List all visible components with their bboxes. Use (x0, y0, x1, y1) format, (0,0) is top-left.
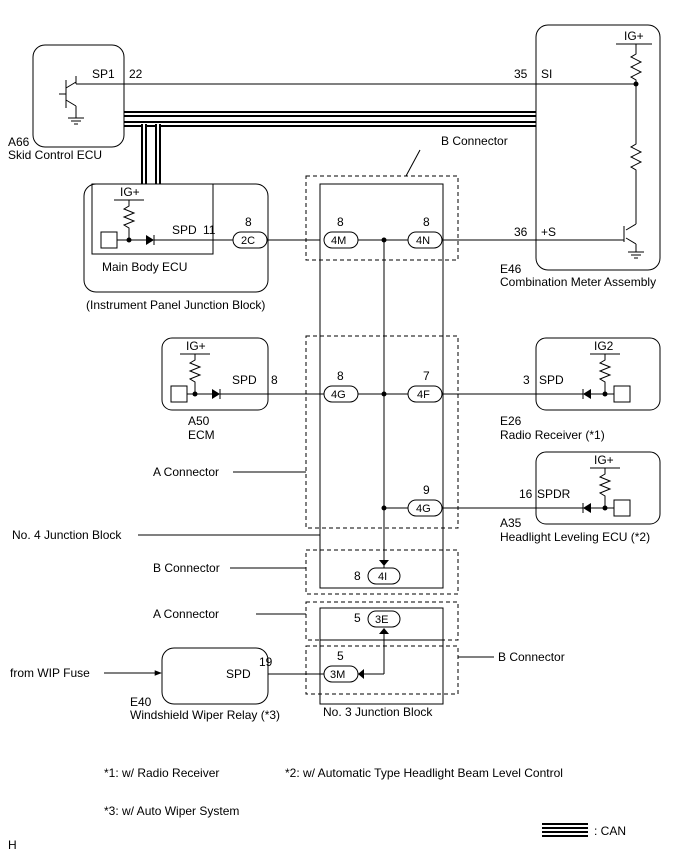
ecm-name: ECM (188, 428, 215, 442)
headlight-power: IG+ (594, 453, 614, 467)
connector-4m: 8 4M (323, 215, 359, 249)
connector-3e: 5 3E (354, 610, 401, 634)
headlight-pin-no: 16 (519, 487, 533, 501)
main-body-name: Main Body ECU (102, 260, 187, 274)
connector-4n-pin: 8 (423, 215, 430, 229)
connector-4i-pin: 8 (354, 569, 361, 583)
connector-3e-pin: 5 (354, 611, 361, 625)
can-bus (124, 111, 536, 184)
note-headlight: *2: w/ Automatic Type Headlight Beam Lev… (285, 766, 563, 780)
no4-junction-block: B Connector A Connector No. 4 Junction B… (12, 134, 508, 595)
radio-code: E26 (500, 414, 522, 428)
radio-pin-name: SPD (539, 373, 564, 387)
meter-si-no: 35 (514, 67, 528, 81)
ecm-pin-no: 8 (271, 373, 278, 387)
radio-receiver: IG2 3 SPD E26 Radio Receiver (*1) (500, 337, 661, 442)
headlight-code: A35 (500, 516, 522, 530)
skid-code: A66 (8, 135, 30, 149)
combination-meter: IG+ 35 SI 36 +S E46 Combination Meter As… (500, 24, 661, 289)
ecm: IG+ SPD 8 A50 ECM (161, 337, 278, 442)
connector-3m-pin: 5 (337, 649, 344, 663)
meter-si-name: SI (541, 67, 552, 81)
corner-mark: H (8, 838, 17, 852)
connector-4m-label: 4M (331, 235, 346, 247)
wiper-pin-name: SPD (226, 667, 251, 681)
headlight-pin-name: SPDR (537, 487, 571, 501)
connector-4f: 7 4F (407, 369, 443, 403)
b-connector-right-label: B Connector (498, 650, 565, 664)
a-connector-mid-label: A Connector (153, 465, 219, 479)
meter-s-name: +S (541, 225, 556, 239)
skid-control-ecu: SP1 22 A66 Skid Control ECU (8, 44, 143, 162)
b-connector-lower-label: B Connector (153, 561, 220, 575)
a-connector-lower-label: A Connector (153, 607, 219, 621)
wip-fuse-source: from WIP Fuse (10, 666, 90, 680)
connector-2c-pin: 8 (245, 215, 252, 229)
headlight-leveling-ecu: IG+ 16 SPDR A35 Headlight Leveling ECU (… (500, 451, 661, 544)
skid-name: Skid Control ECU (8, 148, 102, 162)
connector-4i: 8 4I (354, 560, 401, 585)
no3-junction-label: No. 3 Junction Block (323, 705, 433, 719)
meter-s-no: 36 (514, 225, 528, 239)
skid-pin-name: SP1 (92, 67, 115, 81)
radio-pin-no: 3 (523, 373, 530, 387)
connector-4g-lower-pin: 9 (423, 483, 430, 497)
connector-3m-label: 3M (330, 669, 345, 681)
headlight-name: Headlight Leveling ECU (*2) (500, 530, 650, 544)
connector-2c: 8 2C (232, 215, 268, 249)
connector-4g-lower: 9 4G (407, 483, 443, 517)
skid-pin-no: 22 (129, 67, 143, 81)
can-legend-label: : CAN (594, 824, 626, 838)
meter-power: IG+ (624, 29, 644, 43)
main-body-power: IG+ (120, 185, 140, 199)
connector-2c-label: 2C (241, 235, 255, 247)
connector-3m: 5 3M (323, 649, 364, 683)
meter-name: Combination Meter Assembly (500, 275, 656, 289)
ip-junction-block: (Instrument Panel Junction Block) (86, 298, 265, 312)
ecm-power: IG+ (186, 339, 206, 353)
ecm-code: A50 (188, 414, 210, 428)
connector-4n-label: 4N (416, 235, 430, 247)
connector-3e-label: 3E (375, 614, 388, 626)
connector-4m-pin: 8 (337, 215, 344, 229)
connector-4n: 8 4N (407, 215, 443, 249)
wiper-name: Windshield Wiper Relay (*3) (130, 708, 280, 722)
radio-power: IG2 (594, 339, 614, 353)
ecm-pin-name: SPD (232, 373, 257, 387)
meter-code: E46 (500, 262, 522, 276)
wiper-pin-no: 19 (259, 655, 273, 669)
windshield-wiper-relay: SPD 19 E40 Windshield Wiper Relay (*3) f… (10, 647, 280, 722)
wiper-code: E40 (130, 695, 152, 709)
connector-4g-lower-label: 4G (416, 503, 431, 515)
connector-4i-label: 4I (378, 571, 387, 583)
no3-junction-block: A Connector B Connector No. 3 Junction B… (153, 601, 565, 719)
radio-name: Radio Receiver (*1) (500, 428, 605, 442)
connector-4g-upper-label: 4G (331, 389, 346, 401)
connector-4g-upper-pin: 8 (337, 369, 344, 383)
b-connector-top-label: B Connector (441, 134, 508, 148)
main-body-pin-name: SPD (172, 223, 197, 237)
connector-4f-pin: 7 (423, 369, 430, 383)
no4-junction-label: No. 4 Junction Block (12, 528, 122, 542)
note-wiper: *3: w/ Auto Wiper System (104, 804, 239, 818)
main-body-pin-no: 11 (203, 223, 216, 237)
note-radio: *1: w/ Radio Receiver (104, 766, 219, 780)
connector-4g-upper: 8 4G (323, 369, 359, 403)
connector-4f-label: 4F (417, 389, 430, 401)
footnotes: *1: w/ Radio Receiver *2: w/ Automatic T… (104, 766, 563, 818)
main-body-ecu: IG+ SPD 11 Main Body ECU (Instrument Pan… (83, 183, 269, 312)
can-legend: : CAN (542, 823, 626, 838)
